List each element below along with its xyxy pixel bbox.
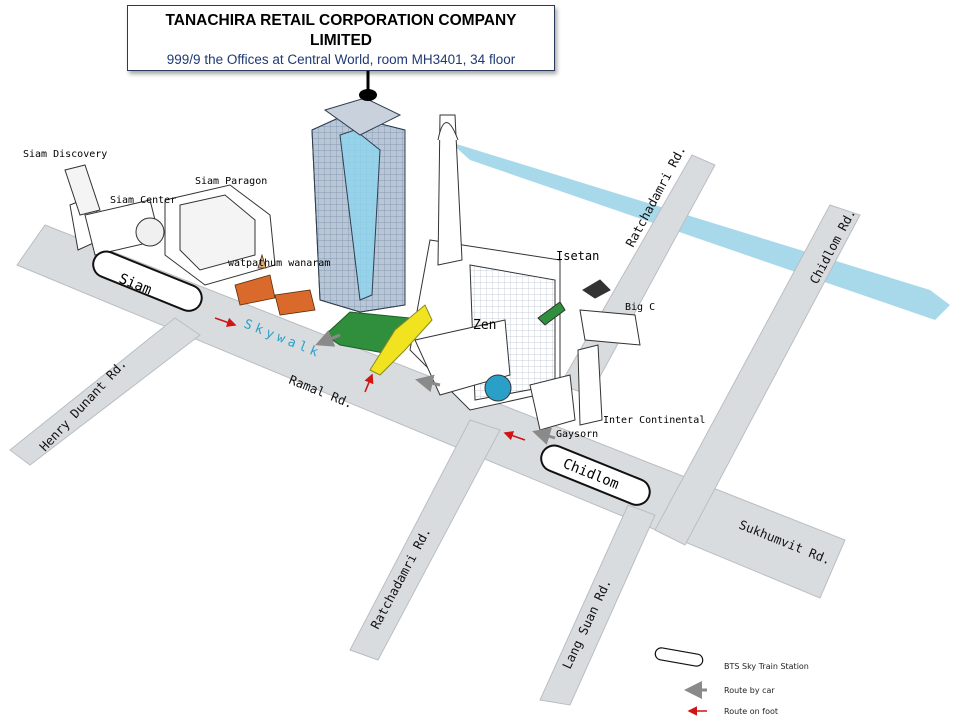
chidlom-station bbox=[540, 444, 651, 506]
address-callout: TANACHIRA RETAIL CORPORATION COMPANY LIM… bbox=[127, 5, 555, 71]
chidlom-road bbox=[654, 204, 861, 546]
office-pin bbox=[359, 70, 377, 101]
legend-bts-icon bbox=[654, 647, 704, 667]
car-routes bbox=[315, 329, 556, 445]
watpathum-label: watpathum wanaram bbox=[228, 258, 330, 269]
isetan-label: Isetan bbox=[556, 249, 599, 263]
henry-dunant-label: Henry Dunant Rd. bbox=[36, 356, 129, 454]
central-world-tower bbox=[311, 97, 406, 313]
legend-bts-label: BTS Sky Train Station bbox=[724, 662, 809, 671]
siam-discovery-label: Siam Discovery bbox=[23, 149, 107, 160]
central-world-complex bbox=[409, 114, 561, 411]
inter-continental-label: Inter Continental bbox=[603, 415, 705, 426]
henry-dunant-road bbox=[9, 317, 201, 466]
siam-paragon-label: Siam Paragon bbox=[195, 176, 267, 187]
gaysorn-label: Gaysorn bbox=[556, 429, 598, 440]
legend-foot-label: Route on foot bbox=[724, 707, 778, 716]
siam-buildings bbox=[64, 164, 276, 286]
company-name: TANACHIRA RETAIL CORPORATION COMPANY LIM… bbox=[165, 12, 517, 49]
lang-suan-road bbox=[539, 504, 656, 706]
big-c-label: Big C bbox=[625, 302, 655, 313]
east-buildings bbox=[529, 279, 641, 431]
ratchadamri-south-road bbox=[349, 419, 501, 661]
siam-station bbox=[92, 250, 203, 312]
company-address: 999/9 the Offices at Central World, room… bbox=[166, 52, 516, 67]
temple bbox=[234, 253, 316, 316]
siam-center-label: Siam Center bbox=[110, 195, 176, 206]
zen-label: Zen bbox=[473, 318, 496, 333]
walkway bbox=[369, 304, 433, 376]
legend: BTS Sky Train Station Route by car Route… bbox=[654, 647, 809, 716]
foot-routes bbox=[214, 317, 526, 441]
legend-car-label: Route by car bbox=[724, 686, 775, 695]
